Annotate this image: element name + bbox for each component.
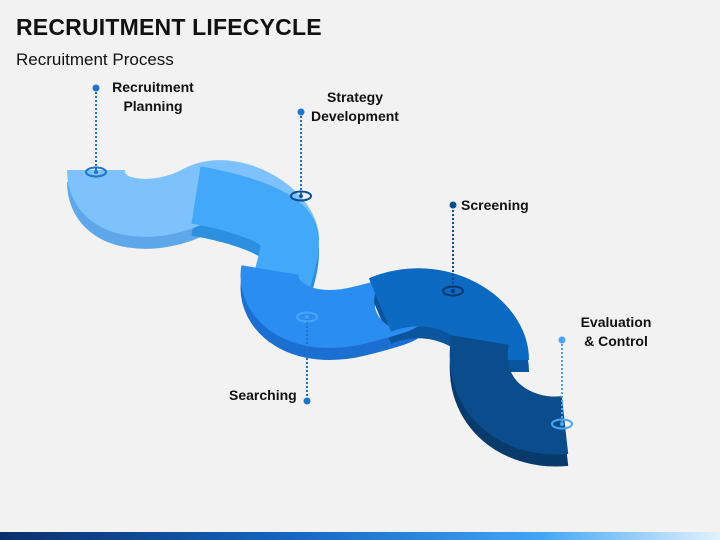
stage-label-line1: Strategy [326, 89, 384, 105]
page-title: RECRUITMENT LIFECYCLE [16, 14, 322, 40]
marker-4 [442, 201, 464, 297]
connector-dot [297, 108, 305, 116]
marker-5 [551, 336, 573, 430]
stage-label-line1: Evaluation [580, 314, 652, 330]
marker-center [451, 289, 455, 293]
stage-label-line1: Screening [461, 197, 529, 213]
segment-evaluation-control [449, 335, 569, 455]
marker-center [299, 194, 303, 198]
stage-label-searching: Searching [229, 386, 297, 405]
stage-label-line1: Recruitment [112, 79, 194, 95]
stage-label-line2: Development [311, 108, 399, 124]
connector-dot [558, 336, 566, 344]
stage-label-line2: Planning [123, 98, 183, 114]
stage-label-recruitment-planning: Recruitment Planning [103, 78, 203, 116]
connector-dot [303, 397, 311, 405]
stage-label-evaluation-control: Evaluation & Control [566, 313, 666, 351]
location-marker-icon [290, 190, 312, 202]
location-marker-icon [296, 311, 318, 323]
location-marker-icon [85, 166, 107, 178]
stage-label-strategy-development: Strategy Development [300, 88, 410, 126]
marker-center [94, 170, 98, 174]
connector-dot [449, 201, 457, 209]
marker-3 [296, 311, 318, 405]
marker-center [305, 315, 309, 319]
footer-gradient-bar [0, 532, 720, 540]
path-top [67, 160, 569, 455]
stage-label-screening: Screening [461, 196, 529, 215]
marker-2 [290, 108, 312, 202]
marker-1 [85, 84, 107, 178]
stage-label-line2: & Control [584, 333, 648, 349]
marker-center [560, 422, 564, 426]
location-marker-icon [442, 285, 464, 297]
connector-dot [92, 84, 100, 92]
page-subtitle: Recruitment Process [16, 50, 174, 69]
location-marker-icon [551, 418, 573, 430]
stage-label-line1: Searching [229, 387, 297, 403]
